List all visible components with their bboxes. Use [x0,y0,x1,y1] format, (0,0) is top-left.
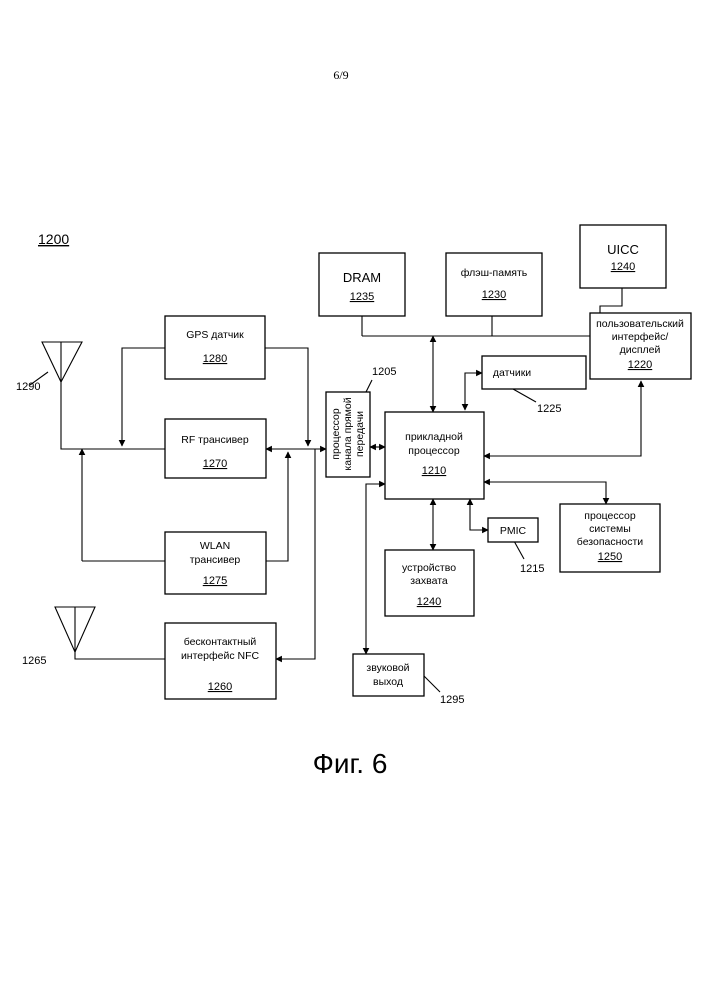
app-proc-ref: 1210 [422,465,446,477]
rf-label: RF трансивер [181,434,249,446]
uicc-ref: 1240 [611,261,635,273]
sensors-label: датчики [493,367,531,379]
ui-line2: интерфейс/ [612,331,669,343]
dram-ref: 1235 [350,291,374,303]
connections [30,288,641,692]
app-proc-line2: процессор [408,445,460,457]
audio-ref: 1295 [440,694,464,706]
flash-ref: 1230 [482,289,506,301]
app-proc-line1: прикладной [405,431,463,443]
capture-line2: захвата [410,575,448,587]
flash-memory-block: флэш-память 1230 [446,253,542,316]
baseband-processor-block: процессор канала прямой передачи [326,392,370,477]
sensors-block: датчики [482,356,586,389]
antenna-top-ref: 1290 [16,381,40,393]
baseband-line2: канала прямой [342,397,354,470]
user-interface-block: пользовательский интерфейс/ дисплей 1220 [590,313,691,379]
audio-output-block: звуковой выход [353,654,424,696]
antenna-bottom-icon [55,607,95,652]
nfc-line1: бесконтактный [184,636,257,648]
system-ref: 1200 [38,231,69,247]
flash-label: флэш-память [461,267,528,279]
security-line1: процессор [584,510,636,522]
nfc-ref: 1260 [208,681,232,693]
wlan-transceiver-block: WLAN трансивер 1275 [165,532,266,594]
dram-label: DRAM [343,270,381,285]
security-ref: 1250 [598,551,622,563]
wlan-ref: 1275 [203,575,227,587]
dram-block: DRAM 1235 [319,253,405,316]
ui-line3: дисплей [620,344,661,356]
wlan-line2: трансивер [190,554,241,566]
ui-ref: 1220 [628,359,652,371]
security-line2: системы [589,523,631,535]
wlan-line1: WLAN [200,540,230,552]
pmic-block: PMIC [488,518,538,542]
antenna-bottom-ref: 1265 [22,655,46,667]
antenna-top-icon [42,342,82,382]
audio-line1: звуковой [366,662,409,674]
uicc-block: UICC 1240 [580,225,666,288]
pmic-label: PMIC [500,525,527,537]
rf-ref: 1270 [203,458,227,470]
page-number: 6/9 [333,68,348,82]
security-processor-block: процессор системы безопасности 1250 [560,504,660,572]
ui-line1: пользовательский [596,318,684,330]
figure-label: Фиг. 6 [313,748,388,779]
pmic-ref: 1215 [520,563,544,575]
rf-transceiver-block: RF трансивер 1270 [165,419,266,478]
capture-line1: устройство [402,562,456,574]
baseband-ref: 1205 [372,366,396,378]
audio-line2: выход [373,676,403,688]
baseband-line3: передачи [354,411,366,457]
gps-label: GPS датчик [186,329,244,341]
nfc-interface-block: бесконтактный интерфейс NFC 1260 [165,623,276,699]
capture-ref: 1240 [417,596,441,608]
sensors-ref: 1225 [537,403,561,415]
gps-sensor-block: GPS датчик 1280 [165,316,265,379]
security-line3: безопасности [577,536,644,548]
capture-device-block: устройство захвата 1240 [385,550,474,616]
nfc-line2: интерфейс NFC [181,650,260,662]
baseband-line1: процессор [330,408,342,460]
application-processor-block: прикладной процессор 1210 [385,412,484,499]
gps-ref: 1280 [203,353,227,365]
uicc-label: UICC [607,242,639,257]
